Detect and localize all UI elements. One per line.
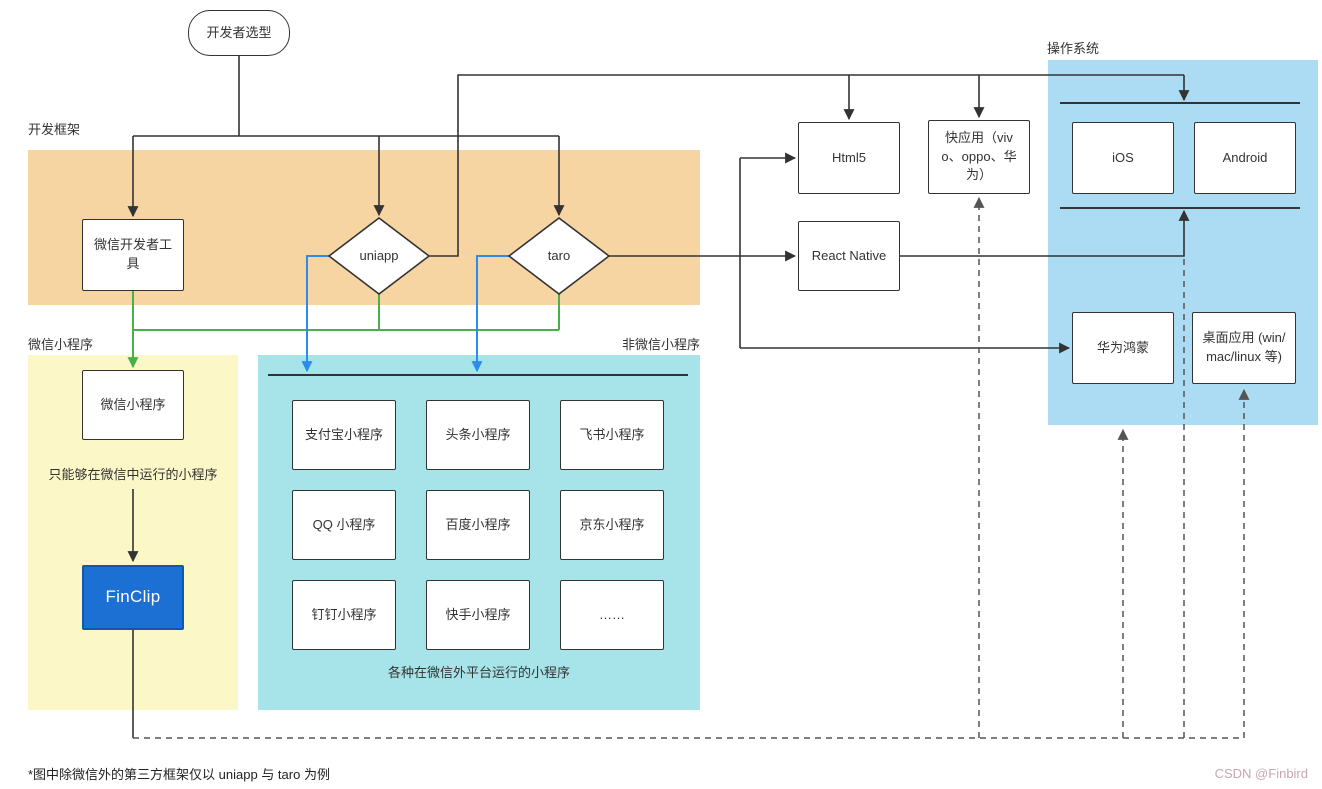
node-html5: Html5 (798, 122, 900, 194)
wechat-only-note: 只能够在微信中运行的小程序 (48, 467, 218, 482)
uniapp-label: uniapp (359, 248, 399, 263)
watermark: CSDN @Finbird (1214, 766, 1308, 781)
mini-app-cell-jd: 京东小程序 (560, 490, 664, 560)
edge-uniapp-top-route (429, 74, 1184, 257)
mini-app-cell-toutiao: 头条小程序 (426, 400, 530, 470)
non-wechat-label: 非微信小程序 (621, 337, 700, 352)
node-developer-selection: 开发者选型 (188, 10, 290, 56)
node-quick-app: 快应用（vivo、oppo、华为） (928, 120, 1030, 194)
node-wechat-devtools: 微信开发者工具 (82, 219, 184, 291)
mini-app-cell-baidu: 百度小程序 (426, 490, 530, 560)
node-ios: iOS (1072, 122, 1174, 194)
non-wechat-caption: 各种在微信外平台运行的小程序 (387, 665, 570, 680)
mini-app-cell-dingtalk: 钉钉小程序 (292, 580, 396, 650)
os-label: 操作系统 (1047, 41, 1100, 56)
taro-label: taro (547, 248, 571, 263)
dev-framework-label: 开发框架 (28, 122, 81, 137)
node-android: Android (1194, 122, 1296, 194)
node-desktop-app: 桌面应用 (win/mac/linux 等) (1192, 312, 1296, 384)
node-finclip: FinClip (82, 565, 184, 630)
mini-app-cell-feishu: 飞书小程序 (560, 400, 664, 470)
green-edges (127, 291, 560, 369)
mini-app-cell-qq: QQ 小程序 (292, 490, 396, 560)
mini-app-cell-kuaishou: 快手小程序 (426, 580, 530, 650)
diamonds (327, 216, 611, 296)
node-react-native: React Native (798, 221, 900, 291)
wechat-mini-label: 微信小程序 (28, 337, 94, 352)
edge-reactnative-to-os (900, 209, 1190, 257)
footnote: *图中除微信外的第三方框架仅以 uniapp 与 taro 为例 (28, 767, 330, 782)
node-harmonyos: 华为鸿蒙 (1072, 312, 1174, 384)
dashed-edges (133, 196, 1250, 739)
black-edges (127, 56, 1300, 738)
taro-diamond (507, 216, 611, 296)
mini-app-cell-more: …… (560, 580, 664, 650)
blue-edges (301, 255, 509, 373)
edge-uniapp-blue-to-nonwechat (301, 255, 329, 373)
uniapp-diamond (327, 216, 431, 296)
edge-taro-blue-to-nonwechat (471, 255, 509, 373)
mini-app-cell-alipay: 支付宝小程序 (292, 400, 396, 470)
node-wechat-miniprogram: 微信小程序 (82, 370, 184, 440)
